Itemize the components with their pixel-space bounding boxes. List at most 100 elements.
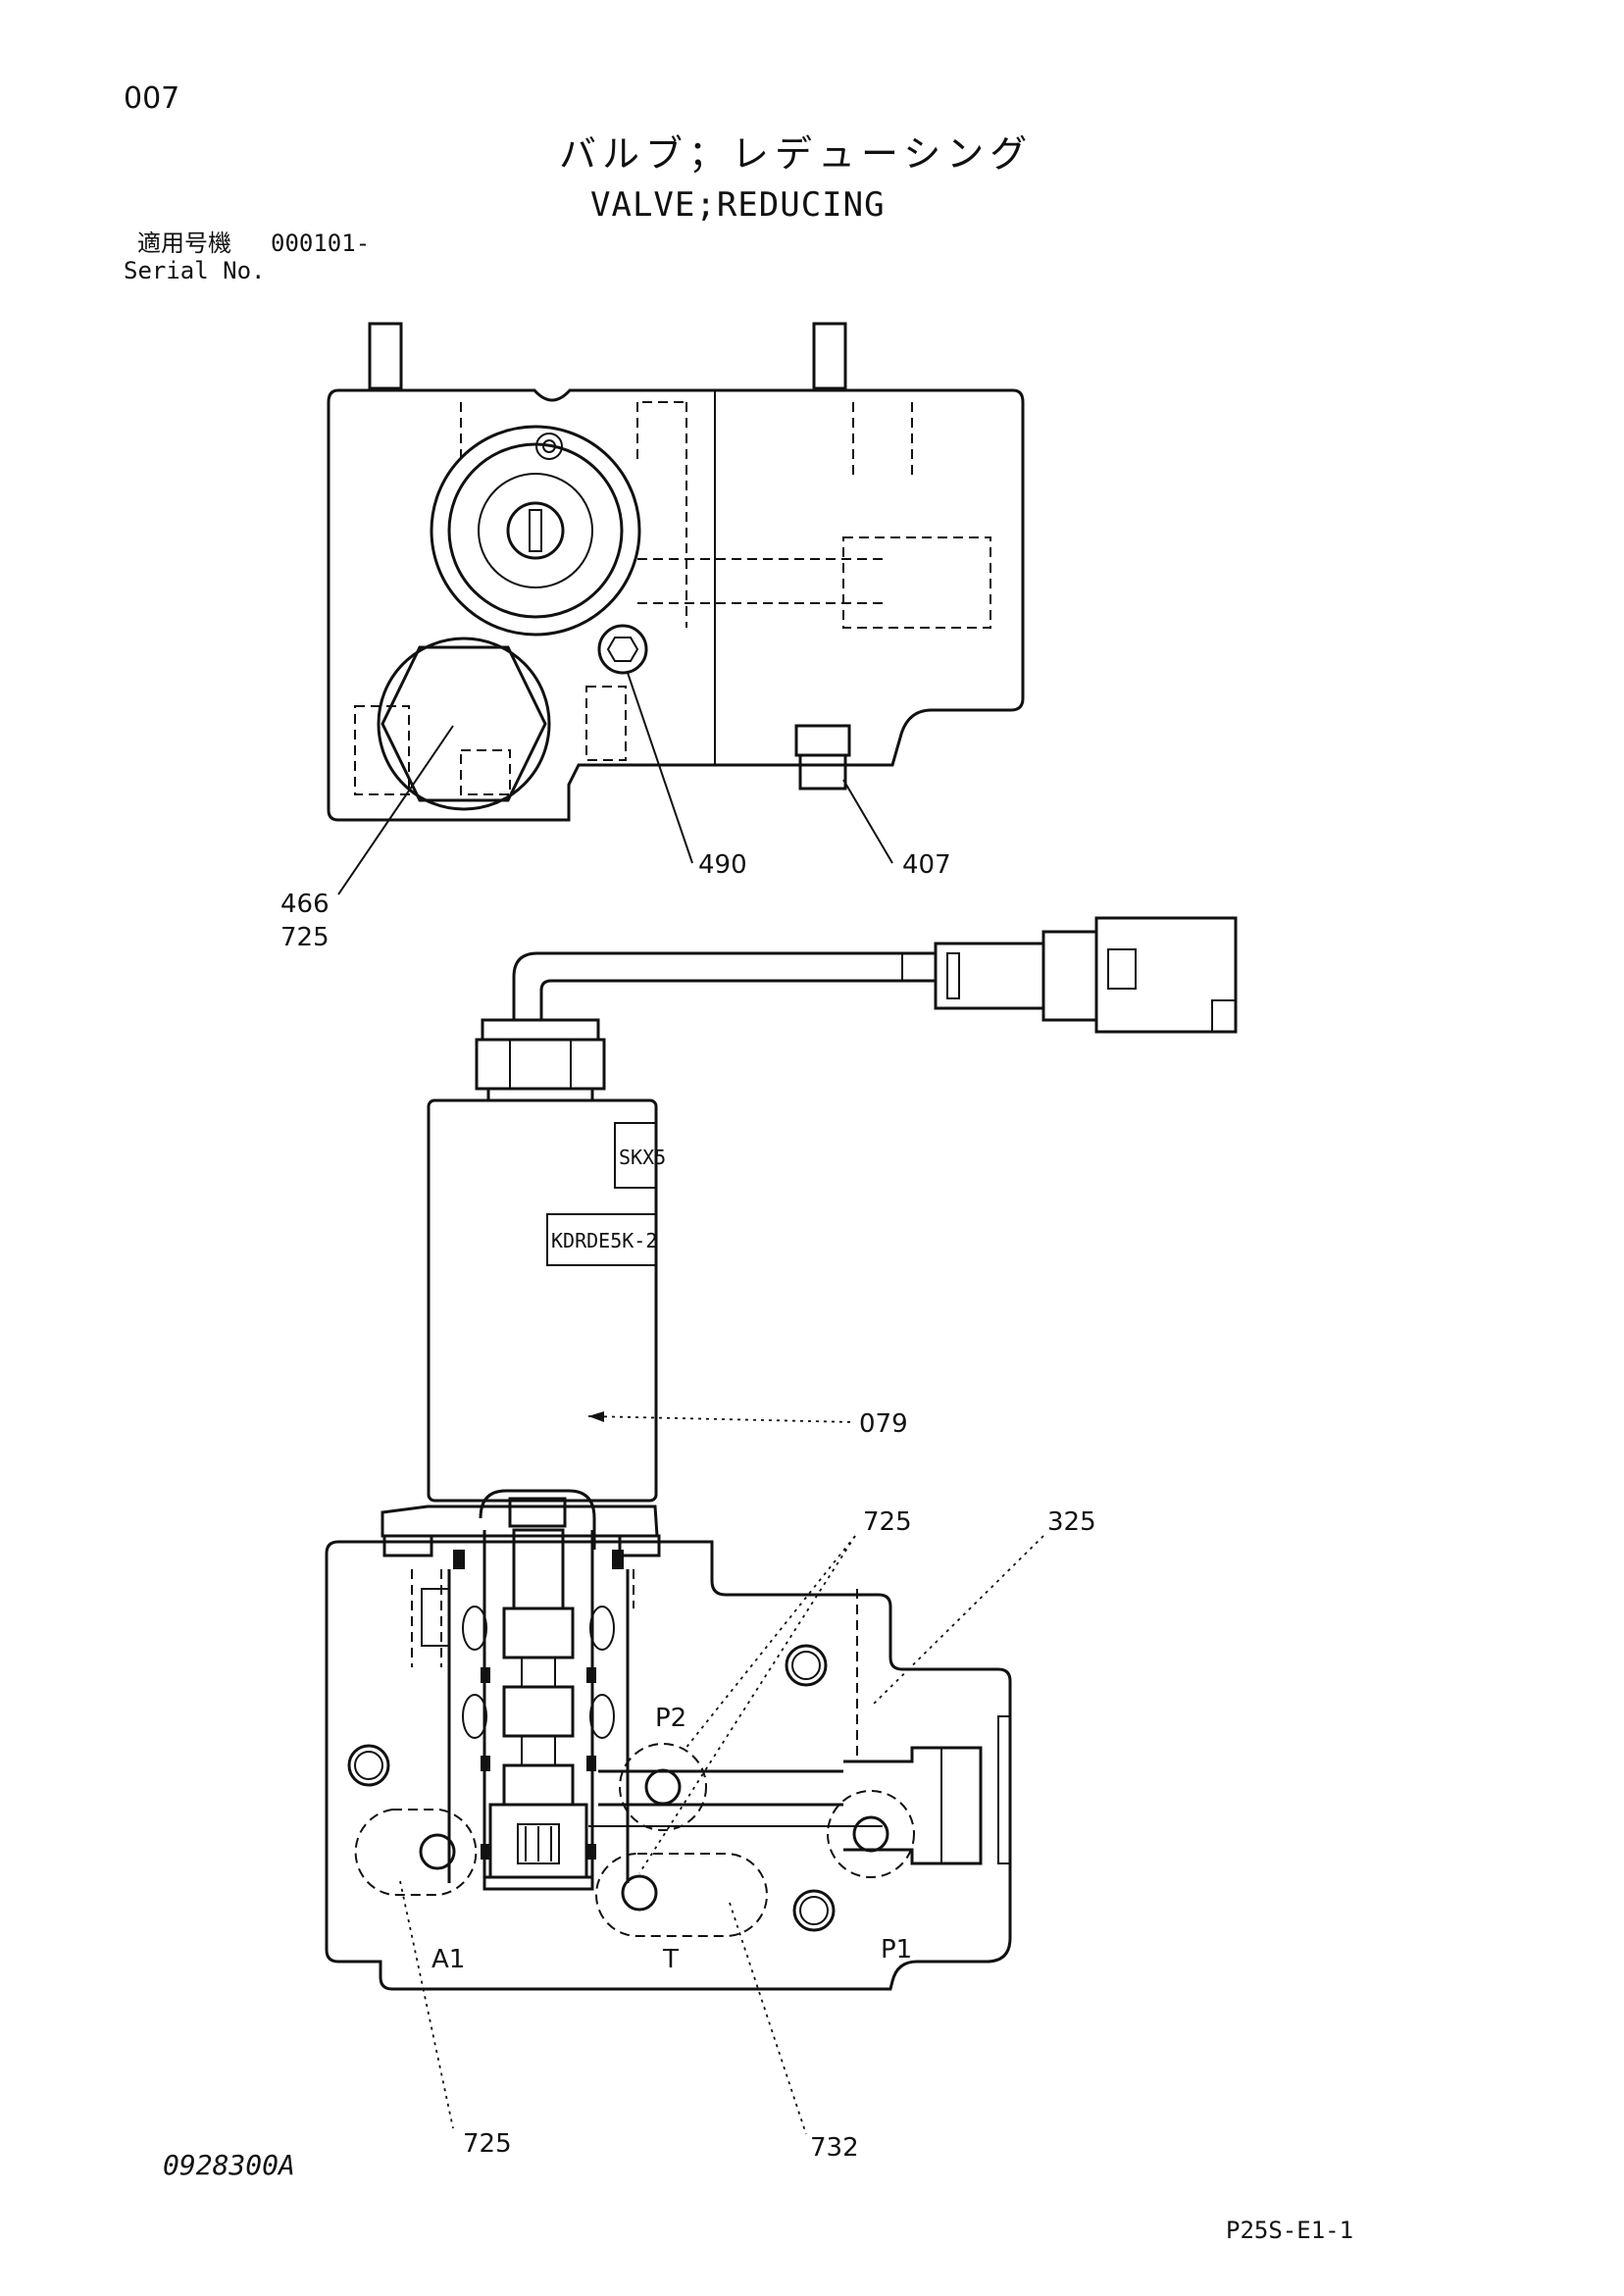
stamp-box-1	[614, 1122, 657, 1189]
port-label-p1: P1	[881, 1935, 912, 1964]
right-plug	[843, 1746, 983, 1865]
groove-right-2	[589, 1606, 615, 1651]
page-code: P25S-E1-1	[1226, 2217, 1354, 2244]
cable-connector	[512, 916, 1238, 1034]
spool-neck-2	[521, 1735, 556, 1766]
wire-hole-outer	[535, 433, 563, 460]
oring-1	[453, 1550, 465, 1569]
cable-lower-edge	[539, 979, 936, 1020]
mount-hole-left-inner	[354, 1751, 383, 1780]
callout-725-bottom: 725	[463, 2129, 512, 2159]
serial-label-english: Serial No.	[124, 257, 266, 284]
port-p1-oring-outline	[827, 1790, 915, 1878]
solenoid-body: SKX5 KDRDE5K-2 079	[427, 1098, 908, 1503]
solenoid-coil-body	[427, 1098, 658, 1503]
stamp-skx5: SKX5	[619, 1146, 666, 1169]
socket-screw-490	[597, 624, 648, 675]
stamp-kdrde5k: KDRDE5K-2	[551, 1229, 657, 1252]
nut-washer	[486, 1087, 594, 1102]
callout-490: 490	[698, 850, 747, 880]
hidden-left-port	[411, 1569, 442, 1667]
spool-land-3	[502, 1685, 575, 1738]
callout-725-mid: 725	[863, 1507, 912, 1537]
title-japanese: バルブ；レデューシング	[559, 132, 1034, 176]
spool-neck-1	[521, 1657, 556, 1688]
solenoid-ring-outer	[430, 425, 641, 637]
callout-407: 407	[902, 850, 951, 880]
stamp-box-2	[546, 1213, 657, 1266]
wire-hole-inner	[542, 439, 556, 453]
mounting-pin-right	[812, 322, 847, 390]
hidden-port-low	[460, 749, 511, 795]
connector-rib	[946, 952, 960, 999]
leader-325	[870, 1535, 1044, 1708]
mount-hole-upper-right	[785, 1644, 828, 1687]
mount-hole-lower-right	[792, 1889, 836, 1932]
oring-6	[586, 1756, 596, 1771]
nut-hex-icon	[475, 1038, 606, 1091]
groove-right-1	[589, 1694, 615, 1739]
leader-725-mid-a	[684, 1535, 856, 1751]
solenoid-nut	[475, 1018, 606, 1102]
port-p1-hole	[852, 1815, 889, 1853]
callout-325: 325	[1047, 1507, 1096, 1537]
hex-socket-icon	[606, 637, 639, 662]
flange-left-step	[382, 1534, 433, 1557]
right-face-pad	[997, 1715, 1011, 1864]
plug-466-circle	[377, 637, 551, 811]
mounting-pin-left	[368, 322, 403, 390]
flange-right-step	[618, 1534, 661, 1557]
groove-left-1	[462, 1694, 487, 1739]
callout-732: 732	[810, 2133, 859, 2163]
port-label-p2: P2	[655, 1704, 686, 1733]
mount-hole-lower-right-inner	[799, 1896, 829, 1925]
mount-hole-upper-right-inner	[791, 1651, 821, 1680]
spool-land-2	[502, 1607, 575, 1659]
oring-2	[612, 1550, 624, 1569]
solenoid-core	[506, 501, 565, 560]
front-body-outline	[325, 1540, 1012, 1991]
cable-upper-edge	[512, 951, 936, 1020]
port-a1-oring-outline	[354, 1809, 478, 1896]
port-t-oring-outline	[595, 1853, 768, 1937]
port-label-t: T	[662, 1945, 679, 1974]
connector-socket	[1094, 916, 1238, 1034]
hidden-port-left	[354, 705, 410, 795]
leader-407	[842, 779, 893, 864]
leader-490	[627, 672, 693, 864]
left-fitting	[421, 1588, 450, 1647]
top-body-outline	[327, 388, 1025, 822]
port-a1-hole	[419, 1833, 456, 1870]
plug-407-body	[798, 753, 847, 791]
nut-collar	[481, 1018, 600, 1042]
oring-4	[586, 1667, 596, 1683]
leader-732	[729, 1902, 807, 2135]
title-english: VALVE;REDUCING	[590, 185, 886, 225]
port-p2-hole	[644, 1768, 682, 1806]
drawing-code: 0928300A	[163, 2149, 295, 2181]
connector-latch	[1107, 948, 1137, 990]
arrow-079	[588, 1411, 604, 1422]
solenoid-flange	[381, 1505, 659, 1538]
oring-5	[481, 1756, 490, 1771]
groove-left-2	[462, 1606, 487, 1651]
hidden-port-center	[585, 686, 627, 761]
port-t-hole	[621, 1874, 658, 1912]
solenoid-ring-inner	[478, 473, 593, 588]
leader-725-bottom	[399, 1880, 454, 2129]
leader-466	[337, 725, 454, 895]
oring-3	[481, 1667, 490, 1683]
bore-plug	[482, 1875, 594, 1891]
solenoid-slot	[529, 509, 542, 552]
connector-housing	[1041, 930, 1098, 1022]
hidden-port-right	[842, 536, 991, 629]
solenoid-ring-middle	[447, 442, 624, 619]
spool-cap-inner	[508, 1497, 567, 1528]
callout-725-top: 725	[280, 923, 330, 952]
callout-079: 079	[859, 1409, 908, 1439]
port-label-a1: A1	[431, 1945, 465, 1974]
mount-hole-left	[347, 1744, 390, 1787]
serial-value: 000101-	[271, 230, 371, 257]
plug-466-hex-icon	[381, 645, 547, 802]
